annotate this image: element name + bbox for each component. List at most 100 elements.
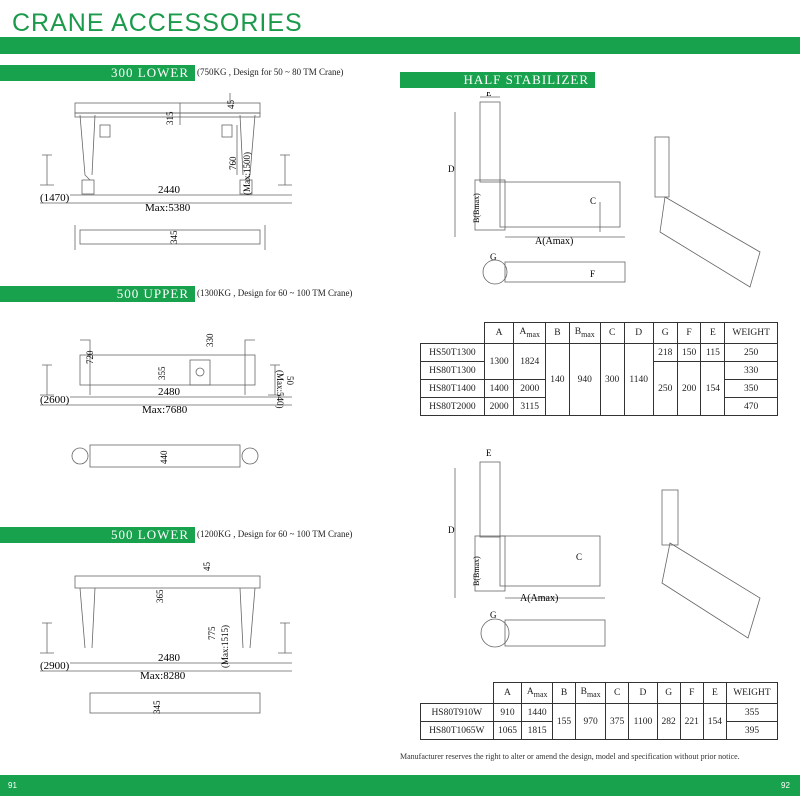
header-d: D xyxy=(623,322,654,344)
header-amax: Amax xyxy=(521,682,553,704)
drawing-500-lower: 365 45 775 (Max:1515) 2480 (2900) Max:82… xyxy=(40,562,292,714)
dim-2480: 2480 xyxy=(158,386,181,398)
header-b: B xyxy=(551,682,577,704)
model-cell: HS80T1065W xyxy=(420,721,494,740)
header-d: D xyxy=(628,682,658,704)
header-amax: Amax xyxy=(513,322,546,344)
dim-max-1515: (Max:1515) xyxy=(220,625,230,668)
dim-D: D xyxy=(448,164,455,174)
dim-440: 440 xyxy=(159,450,169,464)
section-band-500-lower: 500 LOWER xyxy=(0,527,195,543)
dim-max-540: (Max:540) xyxy=(275,370,285,409)
header-a: A xyxy=(483,322,515,344)
cell-e: 154 xyxy=(700,361,726,416)
cell-b: 140 xyxy=(544,343,570,416)
cell-d: 1100 xyxy=(628,703,658,740)
cell-amax: 1824 xyxy=(513,343,546,380)
dim-345: 345 xyxy=(152,700,162,714)
header-weight: WEIGHT xyxy=(724,322,778,344)
cell-c: 300 xyxy=(599,343,625,416)
dim-2600: (2600) xyxy=(40,394,70,406)
dim-F: F xyxy=(590,269,595,279)
header-b: B xyxy=(544,322,570,344)
dim-E: E xyxy=(486,92,492,98)
cell-g: 218 xyxy=(652,343,678,362)
header-g: G xyxy=(652,322,678,344)
header-g: G xyxy=(656,682,681,704)
cell-c: 375 xyxy=(605,703,630,740)
header-weight: WEIGHT xyxy=(725,682,779,704)
model-cell: HS80T2000 xyxy=(420,397,485,416)
cell-a: 2000 xyxy=(483,397,515,416)
cell-amax: 1440 xyxy=(521,703,553,722)
dim-1470: (1470) xyxy=(40,192,70,204)
cell-g: 282 xyxy=(656,703,681,740)
disclaimer: Manufacturer reserves the right to alter… xyxy=(400,752,740,761)
section-note: (750KG , Design for 50 ~ 80 TM Crane) xyxy=(197,67,344,77)
cell-g: 250 xyxy=(652,361,678,416)
bottom-green-bar xyxy=(0,775,800,796)
dim-365: 365 xyxy=(155,589,165,603)
section-band-300-lower: 300 LOWER xyxy=(0,65,195,81)
dim-A: A(Amax) xyxy=(535,236,573,247)
dim-C: C xyxy=(590,196,596,206)
dim-B: B(Bmax) xyxy=(472,193,481,223)
cell-e: 115 xyxy=(700,343,726,362)
page-number-right: 92 xyxy=(781,781,790,790)
cell-amax: 1815 xyxy=(521,721,553,740)
header-f: F xyxy=(676,322,702,344)
cell-a: 1300 xyxy=(483,343,515,380)
header-e: E xyxy=(700,322,726,344)
drawing-half-stabilizer-2: E D B(Bmax) C A(Amax) G xyxy=(448,448,761,648)
page-number-left: 91 xyxy=(8,781,17,790)
cell-weight: 395 xyxy=(725,721,779,740)
spec-table-2: A Amax B Bmax C D G F E WEIGHT HS80T910W… xyxy=(420,682,779,740)
section-note: (1300KG , Design for 60 ~ 100 TM Crane) xyxy=(197,288,353,298)
dim-2440: 2440 xyxy=(158,184,181,196)
spec-table-1: A Amax B Bmax C D G F E WEIGHT HS50T1300… xyxy=(420,322,778,416)
cell-f: 200 xyxy=(676,361,702,416)
dim-max-8280: Max:8280 xyxy=(140,670,186,682)
dim-G: G xyxy=(490,610,497,620)
cell-weight: 350 xyxy=(724,379,778,398)
dim-G: G xyxy=(490,252,497,262)
drawing-half-stabilizer-1: E D B(Bmax) C A(Amax) G F xyxy=(448,92,761,288)
dim-775: 775 xyxy=(207,626,217,640)
dim-720: 720 xyxy=(85,350,95,364)
cell-bmax: 940 xyxy=(568,343,601,416)
dim-345: 345 xyxy=(169,230,179,244)
cell-weight: 355 xyxy=(725,703,779,722)
cell-e: 154 xyxy=(702,703,727,740)
dim-max-7680: Max:7680 xyxy=(142,404,188,416)
cell-amax: 2000 xyxy=(513,379,546,398)
dim-760: 760 xyxy=(228,156,238,170)
header-a: A xyxy=(492,682,523,704)
header-bmax: Bmax xyxy=(568,322,601,344)
dim-E: E xyxy=(486,448,492,458)
cell-a: 1400 xyxy=(483,379,515,398)
header-e: E xyxy=(702,682,727,704)
section-band-half-stabilizer: HALF STABILIZER xyxy=(400,72,595,88)
dim-max-5380: Max:5380 xyxy=(145,202,191,214)
header-c: C xyxy=(599,322,625,344)
section-label: 300 LOWER xyxy=(111,65,189,80)
dim-50: 50 xyxy=(285,376,295,386)
dim-A: A(Amax) xyxy=(520,593,558,604)
cell-weight: 470 xyxy=(724,397,778,416)
section-label: 500 UPPER xyxy=(116,286,189,301)
dim-B: B(Bmax) xyxy=(472,556,481,586)
dim-315: 315 xyxy=(165,111,175,125)
page-title: CRANE ACCESSORIES xyxy=(12,9,303,37)
dim-330: 330 xyxy=(205,333,215,347)
model-cell: HS50T1300 xyxy=(420,343,485,362)
cell-amax: 3115 xyxy=(513,397,546,416)
model-cell: HS80T1400 xyxy=(420,379,485,398)
cell-weight: 330 xyxy=(724,361,778,380)
dim-D: D xyxy=(448,525,455,535)
cell-d: 1140 xyxy=(623,343,654,416)
model-cell: HS80T910W xyxy=(420,703,494,722)
dim-2480: 2480 xyxy=(158,652,181,664)
dim-45: 45 xyxy=(226,100,236,110)
cell-a: 1065 xyxy=(492,721,523,740)
drawing-300-lower: 315 45 760 (Max:1500) 2440 (1470) Max:53… xyxy=(40,93,292,250)
